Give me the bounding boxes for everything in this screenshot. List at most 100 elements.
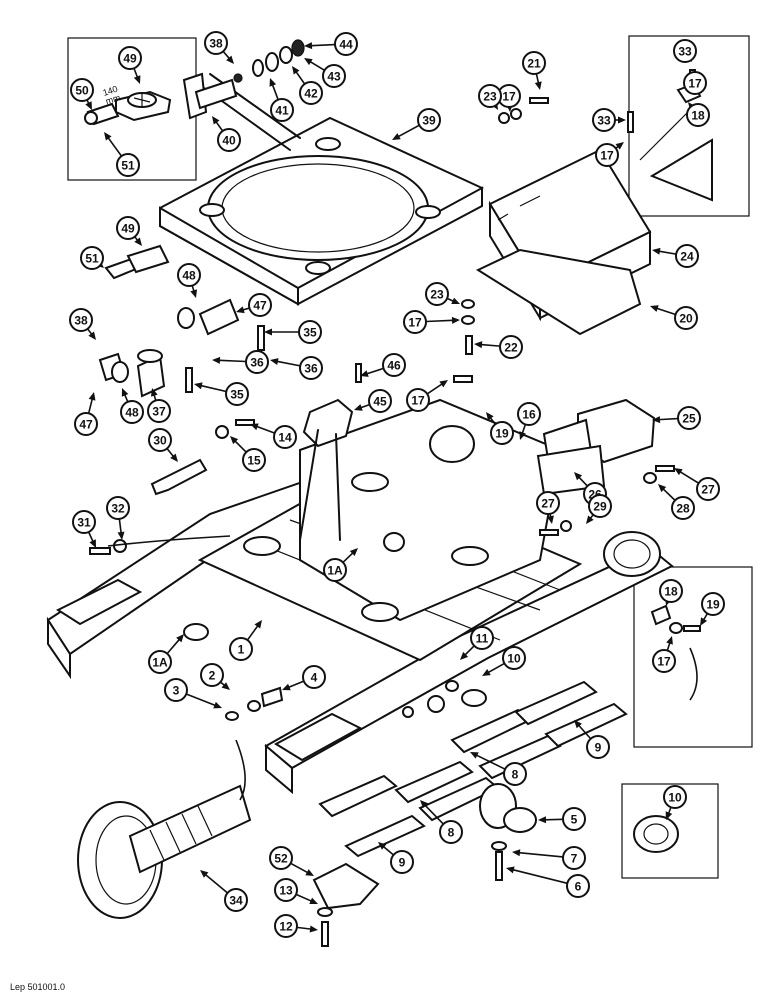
callout-circle — [269, 846, 293, 870]
callout-arrowhead — [451, 297, 460, 305]
callout-leader — [204, 873, 229, 894]
callout-c1a2: 1A — [323, 548, 358, 582]
rotary-valve — [299, 398, 354, 541]
callout-arrowhead — [230, 436, 239, 445]
callout-arrowhead — [221, 682, 230, 690]
callout-arrowhead — [534, 81, 542, 90]
callout-circle — [242, 448, 266, 472]
callout-circle — [368, 389, 392, 413]
callout-c25: 25 — [652, 406, 701, 430]
callout-number: 33 — [597, 114, 611, 128]
callout-circle — [671, 496, 695, 520]
callout-c44: 44 — [304, 32, 358, 56]
callout-number: 5 — [571, 813, 578, 827]
callout-circle — [270, 98, 294, 122]
callout-c17f: 17 — [652, 636, 676, 673]
callout-c11: 11 — [460, 626, 494, 660]
callout-leader — [656, 307, 676, 316]
callout-number: 32 — [111, 502, 125, 516]
callout-arrowhead — [420, 800, 429, 809]
callout-arrowhead — [586, 515, 594, 524]
callout-arrowhead — [474, 341, 483, 349]
callout-number: 45 — [373, 395, 387, 409]
callout-circle — [503, 762, 527, 786]
callout-leader — [118, 518, 122, 534]
callout-number: 10 — [668, 791, 682, 805]
mount-bracket — [150, 458, 208, 496]
callout-c19a: 19 — [486, 412, 514, 445]
roller-stud-inset — [633, 815, 679, 853]
callout-arrowhead — [439, 380, 448, 388]
callout-arrowhead — [652, 247, 661, 255]
callout-circle — [683, 71, 707, 95]
callout-leader — [256, 425, 275, 434]
callout-arrowhead — [700, 617, 708, 626]
callout-circle — [334, 32, 358, 56]
callout-arrowhead — [486, 412, 494, 421]
callout-c24: 24 — [652, 244, 699, 268]
callout-c38b: 38 — [69, 308, 96, 340]
callout-circle — [417, 108, 441, 132]
callout-circle — [274, 878, 298, 902]
callout-c42: 42 — [292, 66, 323, 105]
callout-leader — [271, 84, 279, 100]
callout-number: 47 — [253, 299, 267, 313]
callout-circle — [70, 78, 94, 102]
callout-circle — [298, 320, 322, 344]
callout-number: 11 — [476, 632, 489, 646]
inset-bearing-housing: 140mm — [84, 84, 172, 126]
callout-arrowhead — [674, 468, 683, 476]
callout-arrowhead — [665, 811, 673, 820]
callout-arrowhead — [574, 472, 583, 481]
callout-c39: 39 — [392, 108, 441, 140]
callout-arrowhead — [89, 539, 96, 548]
callout-c4: 4 — [282, 665, 326, 691]
callout-circle — [439, 820, 463, 844]
callout-circle — [116, 216, 140, 240]
callout-number: 42 — [304, 87, 318, 101]
callout-leader — [86, 328, 93, 335]
callout-number: 49 — [123, 52, 137, 66]
callout-leader — [446, 297, 454, 302]
callout-number: 50 — [75, 84, 89, 98]
callout-circle — [701, 592, 725, 616]
callout-c17e: 17 — [406, 380, 448, 412]
callout-arrowhead — [134, 237, 142, 246]
callout-arrowhead — [652, 416, 661, 424]
callout-number: 17 — [688, 77, 702, 91]
callout-number: 6 — [575, 880, 582, 894]
callout-circle — [72, 510, 96, 534]
callout-arrowhead — [305, 869, 314, 876]
callout-circle — [673, 39, 697, 63]
callout-arrowhead — [236, 306, 245, 314]
callout-number: 25 — [682, 412, 696, 426]
callout-number: 47 — [79, 418, 93, 432]
callout-c33a: 33 — [673, 39, 697, 63]
callout-circle — [674, 306, 698, 330]
callout-number: 18 — [664, 585, 678, 599]
callout-arrowhead — [254, 620, 262, 629]
callout-circle — [322, 64, 346, 88]
callout-leader — [342, 552, 354, 563]
callout-number: 35 — [230, 388, 244, 402]
callout-arrowhead — [269, 78, 277, 87]
callout-leader — [107, 137, 123, 157]
pin-assembly — [182, 39, 305, 120]
callout-c49b: 49 — [118, 46, 142, 84]
callout-number: 15 — [247, 454, 261, 468]
callout-number: 17 — [502, 90, 516, 104]
callout-leader — [218, 359, 247, 363]
inset-bracket-top-right — [639, 82, 713, 202]
callout-leader — [246, 625, 259, 641]
callout-arrowhead — [354, 404, 363, 411]
callout-leader — [166, 448, 175, 458]
inset-box-right-middle — [633, 566, 753, 748]
callout-arrowhead — [309, 925, 318, 933]
callout-arrowhead — [85, 101, 92, 110]
callout-arrowhead — [512, 849, 521, 857]
callout-c17d: 17 — [403, 310, 460, 334]
callout-circle — [425, 282, 449, 306]
callout-leader — [290, 862, 309, 874]
callout-circle — [147, 399, 171, 423]
callout-arrowhead — [650, 305, 659, 312]
